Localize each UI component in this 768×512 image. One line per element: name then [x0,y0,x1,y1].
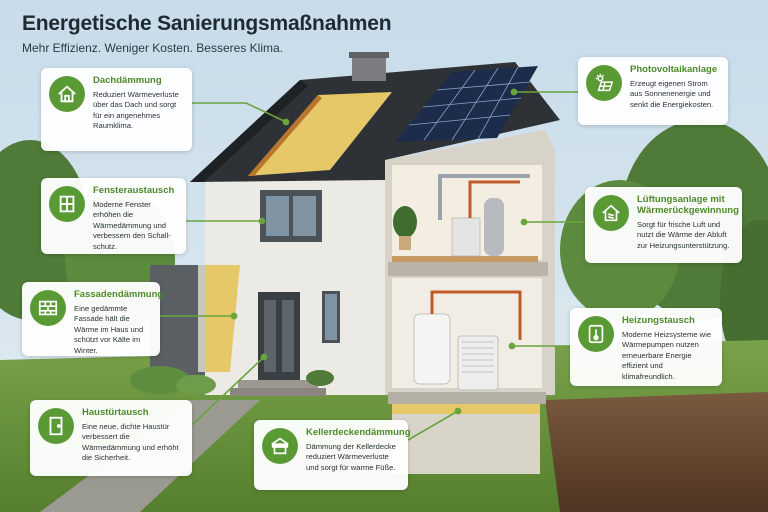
ventilation-house-icon [593,195,629,231]
callout-text: Eine gedämmte Fassade hält die Wärme im … [74,303,144,355]
solar-panel-icon [586,65,622,101]
ventilation-unit [451,217,481,257]
house-roof-icon [49,76,85,112]
heat-pump [457,335,499,391]
callout-photovoltaikanlage: Photovoltaikanlage Erzeugt eigenen Strom… [578,57,728,125]
callout-title: Kellerdeckendämmung [306,427,411,438]
solar-panels [395,66,538,142]
thermometer-icon [578,316,614,352]
callout-text: Dämmung der Kellerdecke reduziert Wärmev… [306,441,396,472]
callout-fassadendaemmung: Fassadendämmung Eine gedämmte Fassade hä… [22,282,164,356]
chimney [352,55,386,81]
callout-text: Moderne Fenster erhöhen die Wärmedämmung… [93,199,171,251]
callout-haustuertausch: Haustürtausch Eine neue, dichte Haustür … [30,400,192,476]
floor-wood [392,256,538,262]
hot-water-tank [413,313,451,385]
callout-title: Photovoltaikanlage [630,64,718,75]
entrance-steps [238,380,318,388]
callout-title: Fensteraustausch [93,185,175,196]
basement-slab [388,392,546,404]
roof-insulation [248,92,392,176]
callout-title: Dachdämmung [93,75,162,86]
page-subtitle: Mehr Effizienz. Weniger Kosten. Besseres… [22,41,283,55]
floor-slab [388,262,548,276]
basement-ceiling-insulation [392,404,540,414]
soil-cutaway [545,392,768,512]
window-icon [49,186,85,222]
callout-dachdaemmung: Dachdämmung Reduziert Wärmeverluste über… [41,68,192,151]
basement-ceiling-icon [262,428,298,464]
door-icon [38,408,74,444]
basement [392,414,540,474]
callout-fensteraustausch: Fensteraustausch Moderne Fenster erhöhen… [41,178,186,254]
callout-title: Fassadendämmung [74,289,164,300]
brick-wall-icon [30,290,66,326]
page-title: Energetische Sanierungsmaßnahmen [22,12,392,35]
facade-insulation [205,265,240,372]
callout-title: Lüftungsanlage mit Wärmerückgewinnung [637,194,739,216]
bushes [130,366,334,395]
callout-text: Reduziert Wärmeverluste über das Dach un… [93,89,179,131]
callout-lueftungsanlage: Lüftungsanlage mit Wärmerückgewinnung So… [585,187,742,263]
callout-title: Heizungstausch [622,315,695,326]
callout-text: Eine neue, dichte Haustür verbessert die… [82,421,179,463]
callout-heizungstausch: Heizungstausch Moderne Heizsysteme wie W… [570,308,722,386]
connector-lines [160,88,585,441]
callout-kellerdeckendaemmung: Kellerdeckendämmung Dämmung der Kellerde… [254,420,411,490]
callout-text: Sorgt für frische Luft und nutzt die Wär… [637,219,730,250]
callout-text: Erzeugt eigenen Strom aus Sonnenenergie … [630,78,714,109]
callout-text: Moderne Heizsysteme wie Wärmepumpen nutz… [622,329,712,381]
plant [393,206,417,238]
callout-title: Haustürtausch [82,407,149,418]
